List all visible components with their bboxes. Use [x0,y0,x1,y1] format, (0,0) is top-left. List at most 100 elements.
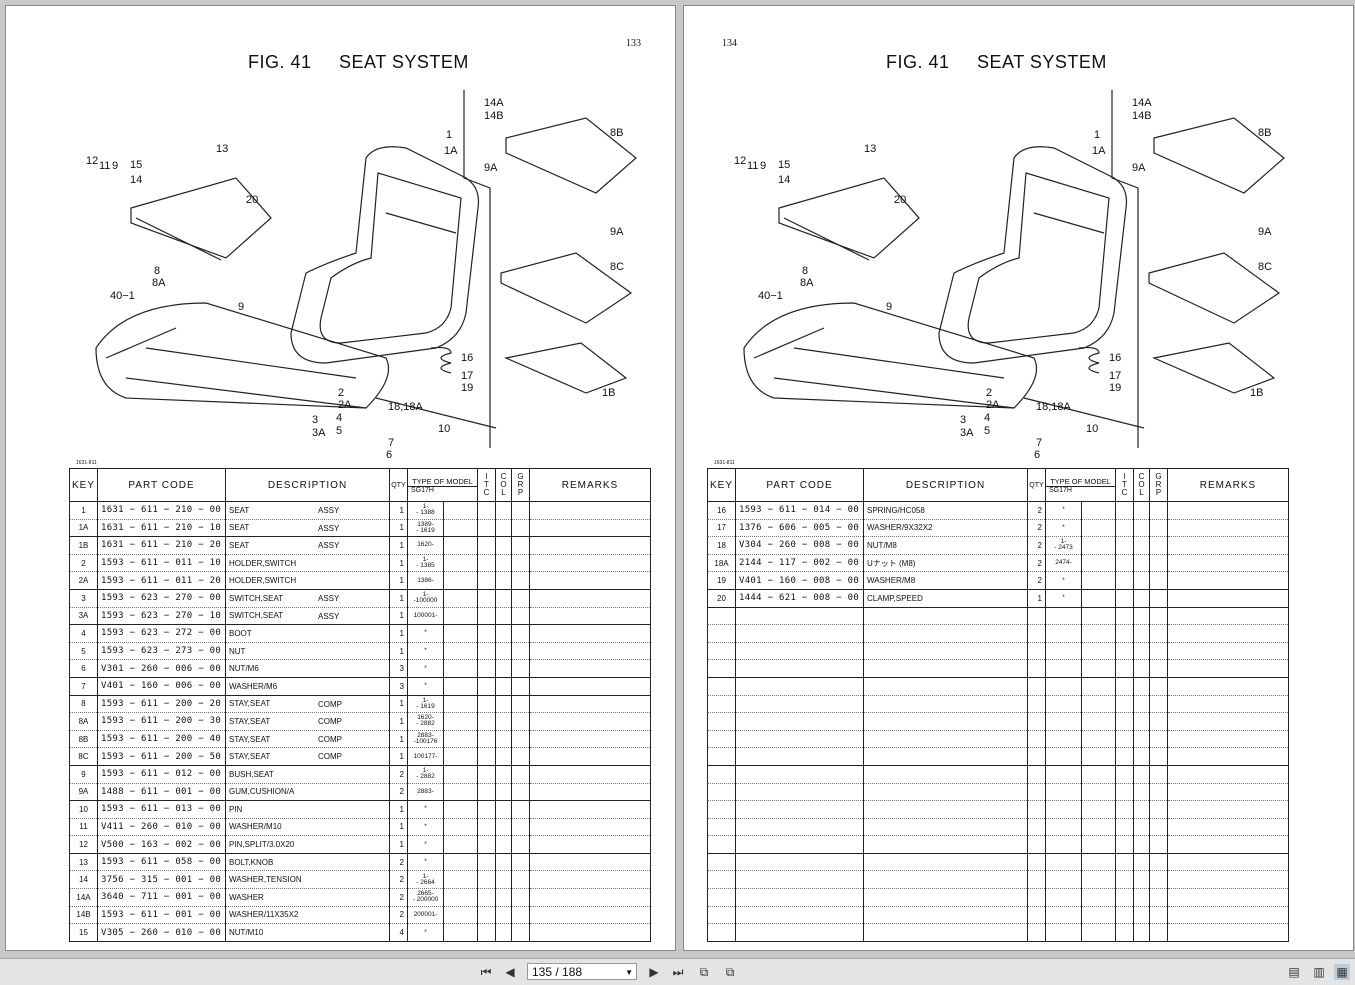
cell-empty [529,818,651,837]
svg-text:10: 10 [1086,423,1098,435]
cell-model: * [1045,589,1082,608]
cell-desc: WASHER/M10 [225,818,390,837]
svg-text:3: 3 [960,414,966,426]
cell-empty [495,571,512,590]
cell-desc: NUT/M10 [225,923,390,942]
table-row [707,659,1289,678]
first-page-icon[interactable]: ⏮ [480,965,492,979]
cell-empty [1081,923,1116,942]
cell-key: 14A [69,888,98,907]
cell-empty [1149,923,1168,942]
cell-empty [1081,589,1116,608]
cell-code [735,624,864,643]
cell-model [1045,712,1082,731]
continuous-view-icon[interactable]: ▥ [1313,965,1325,979]
cell-qty: 1 [389,554,408,573]
cell-empty [1149,554,1168,573]
cell-code [735,642,864,661]
description-text: WASHER/M10 [229,822,282,832]
cell-empty [511,800,530,819]
cell-code [735,730,864,749]
assembly-type: ASSY [318,523,340,533]
cell-empty [443,695,478,714]
cell-model [1045,870,1082,890]
facing-view-icon[interactable]: ▦ [1334,964,1350,980]
cell-qty: 1 [389,501,408,520]
cell-qty [1027,659,1046,678]
cell-qty: 2 [389,765,408,784]
cell-qty: 1 [389,571,408,590]
cell-empty [443,888,478,907]
cell-empty [1133,835,1150,854]
prev-page-icon[interactable]: ◀ [505,965,515,979]
cell-desc: BOOT [225,624,390,643]
cell-desc: CLAMP,SPEED [863,589,1028,608]
cell-model: * [407,677,444,696]
code-tag: 1631-811 [714,460,735,466]
cell-qty [1027,677,1046,696]
cell-empty [1133,800,1150,819]
svg-text:3A: 3A [960,427,974,439]
cell-empty [1149,712,1168,731]
description-text: SWITCH,SEAT [229,611,284,621]
cell-desc: Uナット (M8) [863,554,1028,573]
page-selector[interactable]: 135 / 188▼ [527,963,637,980]
svg-text:10: 10 [438,423,450,435]
cell-key [707,906,736,925]
cell-empty [511,589,530,608]
single-page-view-icon[interactable]: ▤ [1288,965,1300,979]
chevron-down-icon: ▼ [625,968,633,977]
cell-key: 18A [707,554,736,573]
description-text: STAY,SEAT [229,699,271,709]
cell-qty: 1 [389,589,408,608]
cell-code: 1488 − 611 − 001 − 00 [97,783,226,802]
cell-empty [443,519,478,538]
cell-empty [477,501,496,520]
cell-qty: 1 [389,519,408,538]
go-forward-icon[interactable]: ⧉ [725,965,735,979]
cell-desc: WASHER/9X32X2 [863,519,1028,538]
cell-empty [1081,624,1116,643]
cell-desc [863,906,1028,925]
table-row [707,818,1289,837]
cell-empty [443,536,478,555]
go-back-icon[interactable]: ⧉ [699,965,709,979]
cell-empty [1115,659,1134,678]
svg-text:8: 8 [802,265,808,277]
svg-text:2A: 2A [986,399,1000,411]
cell-qty: 1 [389,747,408,766]
cell-qty: 1 [389,818,408,837]
cell-desc: WASHER [225,888,390,907]
description-text: HOLDER,SWITCH [229,558,297,568]
cell-empty [1115,870,1134,890]
cell-empty [529,870,651,890]
cell-empty [495,536,512,555]
cell-key [707,923,736,942]
last-page-icon[interactable]: ⏭ [672,965,684,979]
next-page-icon[interactable]: ▶ [649,965,659,979]
cell-empty [1167,853,1289,872]
qty-header: QTY [389,468,408,502]
description-text: STAY,SEAT [229,716,271,726]
cell-empty [511,853,530,872]
cell-empty [1115,853,1134,872]
cell-key: 3 [69,589,98,608]
svg-text:7: 7 [1036,437,1042,449]
cell-empty [511,659,530,678]
cell-empty [511,642,530,661]
cell-code: V301 − 260 − 006 − 00 [97,659,226,678]
cell-empty [1133,519,1150,538]
cell-model: * [407,835,444,854]
cell-empty [529,659,651,678]
cell-key: 5 [69,642,98,661]
cell-empty [529,519,651,538]
cell-empty [443,835,478,854]
cell-key: 20 [707,589,736,608]
cell-empty [1149,853,1168,872]
cell-key [707,818,736,837]
description-text: SWITCH,SEAT [229,593,284,603]
page-number: 133 [626,38,641,49]
